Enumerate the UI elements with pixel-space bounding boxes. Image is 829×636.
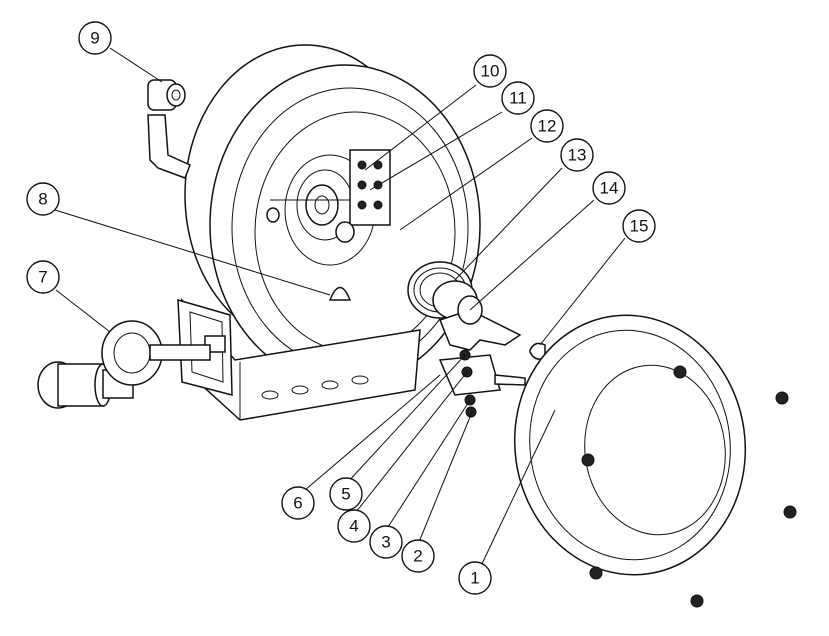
cover-plate	[513, 314, 797, 608]
callout-label-3: 3	[381, 533, 390, 552]
callout-8: 8	[26, 182, 60, 216]
hose-stop	[328, 286, 352, 301]
callout-label-9: 9	[90, 29, 99, 48]
callout-label-8: 8	[38, 190, 47, 209]
callout-label-4: 4	[349, 517, 358, 536]
ratchet-assembly	[438, 295, 526, 418]
callout-label-13: 13	[568, 146, 587, 165]
inlet-elbow	[147, 79, 191, 179]
callout-11: 11	[501, 81, 535, 115]
callout-label-1: 1	[470, 569, 479, 588]
callout-label-6: 6	[293, 494, 302, 513]
callout-4: 4	[337, 509, 371, 543]
callout-label-12: 12	[538, 117, 557, 136]
callout-label-14: 14	[600, 179, 619, 198]
swivel-block	[266, 149, 391, 243]
callout-1: 1	[458, 561, 492, 595]
callout-14: 14	[592, 171, 626, 205]
callout-label-5: 5	[341, 485, 350, 504]
callout-label-10: 10	[481, 62, 500, 81]
callout-6: 6	[281, 486, 315, 520]
callout-label-2: 2	[413, 547, 422, 566]
callout-12: 12	[530, 109, 564, 143]
callout-7: 7	[26, 260, 60, 294]
callout-label-15: 15	[630, 217, 649, 236]
callout-10: 10	[473, 54, 507, 88]
callout-3: 3	[369, 525, 403, 559]
callout-15: 15	[622, 209, 656, 243]
callout-2: 2	[401, 539, 435, 573]
callout-9: 9	[78, 21, 112, 55]
leader-lines	[54, 47, 626, 569]
callout-label-11: 11	[509, 89, 527, 108]
callout-5: 5	[329, 477, 363, 511]
crank-handle	[37, 320, 211, 409]
callout-label-7: 7	[38, 268, 47, 287]
callout-13: 13	[560, 138, 594, 172]
